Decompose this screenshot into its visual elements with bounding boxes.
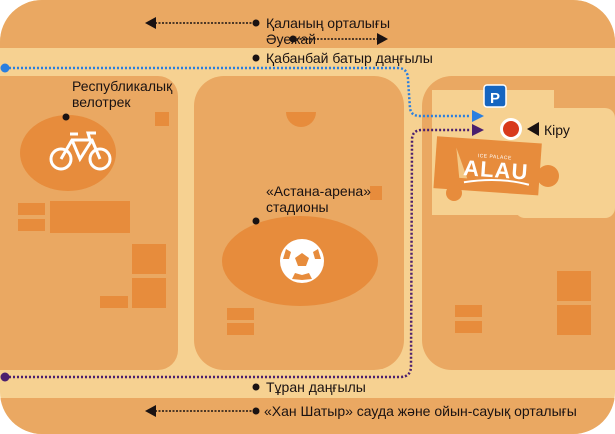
bottom-area [0,398,615,434]
entrance-arrow-icon [527,122,539,136]
turan-street-label: Тұран даңғылы [266,379,366,395]
parking-icon: P [483,84,507,108]
khan-shatyr-label: «Хан Шатыр» сауда және ойын-сауық орталы… [264,403,577,419]
city-center-arrow [145,17,156,29]
entrance-marker-icon [500,118,522,140]
airport-arrow [377,33,388,45]
velotrack-label-line2: велотрек [72,94,131,110]
city-center-label: Қаланың орталығы [266,15,390,31]
football-icon [280,239,324,283]
purple-route [5,128,470,379]
purple-route-arrow [472,124,484,136]
purple-route-start [0,372,10,382]
stadium-label-line2: стадионы [266,199,329,215]
stadium-label-line1: «Астана-арена» [266,183,371,199]
entrance-label: Кіру [544,122,570,138]
velotrack-label-line1: Республикалық [72,78,173,94]
blue-route [5,66,470,118]
blue-route-arrow [472,110,484,122]
khan-shatyr-arrow [145,405,156,417]
alau-ice-palace-logo: ICE PALACE ALAU [433,136,542,196]
blue-route-start [0,63,10,73]
bicycle-icon [49,131,112,171]
top-area [0,0,615,48]
kabanbay-street-label: Қабанбай батыр даңғылы [266,50,433,66]
parking-label: P [490,90,500,107]
logo-small-text: ICE PALACE [478,153,513,161]
